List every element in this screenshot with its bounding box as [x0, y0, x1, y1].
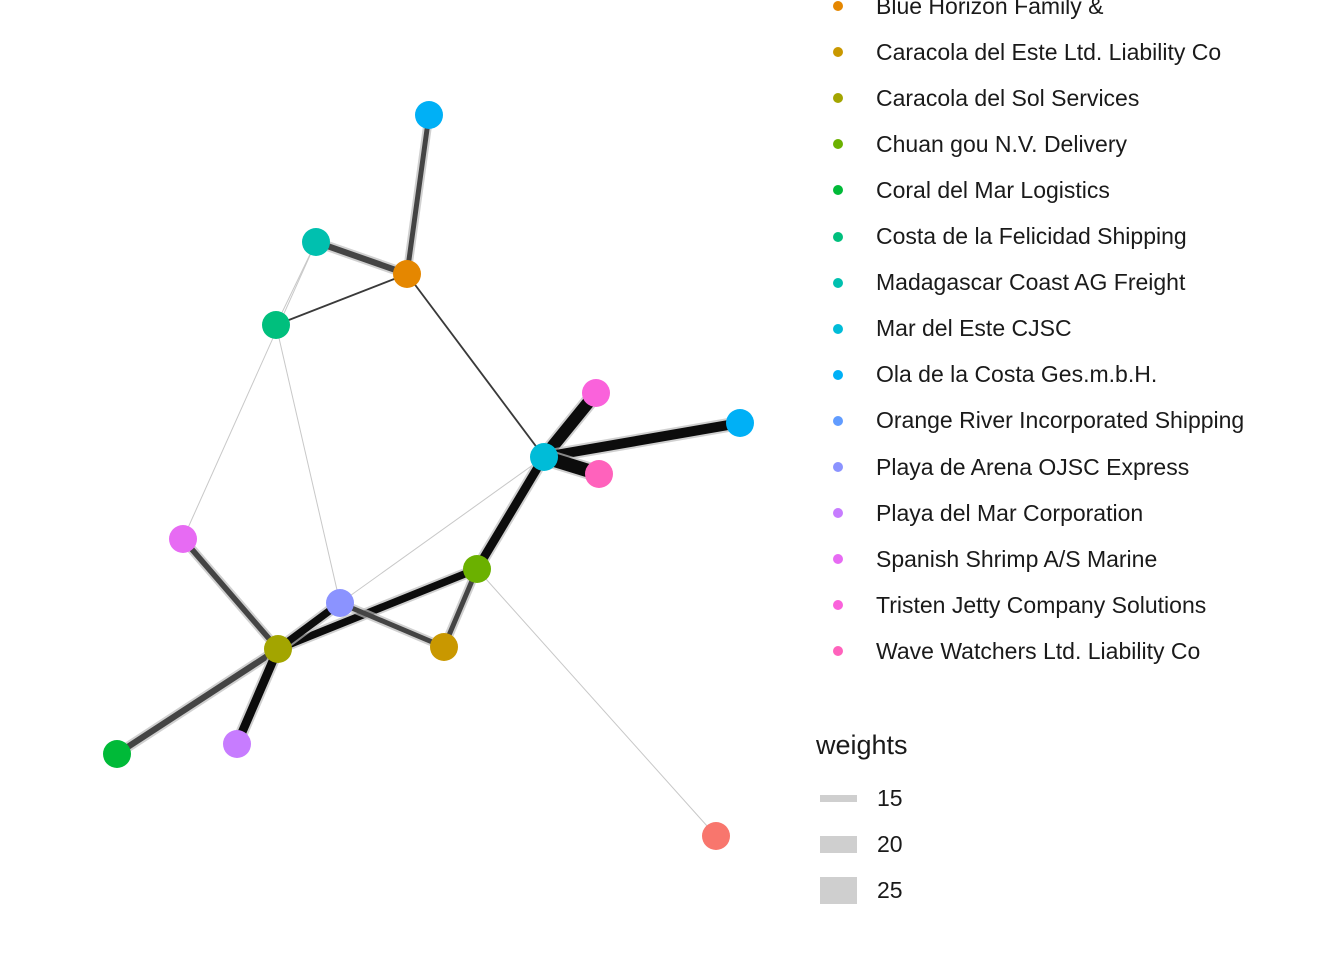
- node-coral: [103, 740, 131, 768]
- legend-label: Spanish Shrimp A/S Marine: [876, 545, 1158, 572]
- edge-chuan_gou-caracola_este: [441, 566, 480, 650]
- legend-item: Coral del Mar Logistics: [816, 175, 1110, 205]
- edge-caracola_sol-coral: [113, 645, 282, 758]
- node-costa-felicidad: [262, 311, 290, 339]
- node-tristen: [582, 379, 610, 407]
- legend-item: Ola de la Costa Ges.m.b.H.: [816, 360, 1157, 390]
- legend-label: Tristen Jetty Company Solutions: [876, 591, 1207, 618]
- legend-item: Playa de Arena OJSC Express: [816, 452, 1189, 482]
- legend-item: Caracola del Sol Services: [816, 83, 1139, 113]
- legend-label: Costa de la Felicidad Shipping: [876, 223, 1187, 249]
- node-caracola-sol: [264, 635, 292, 663]
- edge-madagascar-spanish_shrimp: [182, 241, 317, 540]
- legend-color-dot-icon: [833, 231, 843, 242]
- legend-label: Mar del Este CJSC: [876, 315, 1072, 342]
- legend-item: Caracola del Este Ltd. Liability Co: [816, 37, 1221, 67]
- legend-color-dot-icon: [833, 462, 843, 472]
- legend-item: Playa del Mar Corporation: [816, 498, 1143, 528]
- node-playa-mar: [223, 730, 251, 758]
- node-unlabeled-red: [702, 822, 730, 850]
- nodes-layer: [103, 101, 754, 850]
- legend-item: Costa de la Felicidad Shipping: [816, 222, 1187, 252]
- legend-label: Playa de Arena OJSC Express: [876, 453, 1190, 480]
- node-chuan-gou: [463, 555, 491, 583]
- edge-spanish_shrimp-caracola_sol: [180, 536, 281, 652]
- legend-item: Tristen Jetty Company Solutions: [816, 590, 1206, 620]
- legend-color-dot-icon: [833, 47, 843, 58]
- edge-playa_arena-caracola_este: [337, 600, 447, 650]
- legend-item: Madagascar Coast AG Freight: [816, 268, 1185, 298]
- node-wave-watchers: [585, 460, 613, 488]
- edge-caracola_sol-playa_mar: [232, 644, 283, 749]
- legend-label: Blue Horizon Family &: [876, 0, 1104, 19]
- legend-color-dot-icon: [833, 323, 843, 334]
- legend-label: Caracola del Este Ltd. Liability Co: [876, 38, 1222, 65]
- legend-color-dot-icon: [833, 554, 843, 565]
- legend-item: Blue Horizon Family &: [816, 0, 1104, 21]
- edge-costa_felicidad-playa_arena: [275, 324, 341, 604]
- node-caracola-este: [430, 633, 458, 661]
- weight-label: 25: [877, 876, 903, 903]
- legend-label: Ola de la Costa Ges.m.b.H.: [876, 361, 1158, 388]
- legend-color-dot-icon: [833, 415, 843, 426]
- weights-legend-item: 25: [820, 875, 903, 905]
- node-playa-arena: [326, 589, 354, 617]
- legend-color-dot-icon: [833, 185, 843, 196]
- weight-label: 15: [877, 784, 903, 811]
- legend-color-dot-icon: [833, 277, 843, 288]
- legend-label: Orange River Incorporated Shipping: [876, 407, 1245, 434]
- node-spanish-shrimp: [169, 525, 197, 553]
- edge-blue_horizon-costa_felicidad: [275, 273, 408, 326]
- edge-ola-blue_horizon: [404, 112, 432, 277]
- legend-color-dot-icon: [833, 139, 843, 150]
- node-blue-horizon: [393, 260, 421, 288]
- legend-label: Chuan gou N.V. Delivery: [876, 130, 1128, 157]
- weight-label: 20: [877, 830, 903, 857]
- legend-label: Caracola del Sol Services: [876, 84, 1140, 111]
- weight-swatch-icon: [820, 794, 857, 802]
- legend-item: Orange River Incorporated Shipping: [816, 406, 1244, 436]
- edge-mar_del_este-chuan_gou: [472, 452, 549, 574]
- legend-color-dot-icon: [833, 646, 843, 657]
- legend-label: Madagascar Coast AG Freight: [876, 269, 1186, 296]
- edge-madagascar-blue_horizon: [312, 238, 411, 278]
- legend-color-dot-icon: [833, 1, 843, 11]
- weights-legend-item: 15: [820, 783, 903, 813]
- edge-blue_horizon-mar_del_este: [406, 273, 545, 458]
- legend-color-dot-icon: [833, 93, 843, 104]
- edge-chuan_gou-unlabeled_red: [476, 568, 717, 837]
- legend-label: Wave Watchers Ltd. Liability Co: [876, 637, 1201, 664]
- node-madagascar: [302, 228, 330, 256]
- legend-item: Mar del Este CJSC: [816, 314, 1072, 344]
- weight-swatch-icon: [820, 876, 857, 904]
- legend-label: Playa del Mar Corporation: [876, 499, 1144, 526]
- legend-color-dot-icon: [833, 600, 843, 611]
- network-graph: [103, 101, 754, 850]
- legend-item: Wave Watchers Ltd. Liability Co: [816, 636, 1200, 666]
- node-mar-del-este: [530, 443, 558, 471]
- weights-legend-item: 20: [820, 829, 903, 859]
- legend-color-dot-icon: [833, 508, 843, 519]
- weights-legend-title: weights: [816, 730, 908, 760]
- edge-mar_del_este-orange_river: [539, 418, 745, 462]
- edge-mar_del_este-playa_arena: [339, 456, 545, 604]
- legend-item: Chuan gou N.V. Delivery: [816, 129, 1127, 159]
- legend-item: Spanish Shrimp A/S Marine: [816, 544, 1157, 574]
- edge-chuan_gou-caracola_sol: [274, 565, 481, 653]
- node-orange-river: [726, 409, 754, 437]
- legend-label: Coral del Mar Logistics: [876, 176, 1110, 203]
- node-ola: [415, 101, 443, 129]
- legend-color-dot-icon: [833, 369, 843, 380]
- edges-layer: [111, 110, 747, 837]
- weight-swatch-icon: [820, 835, 857, 853]
